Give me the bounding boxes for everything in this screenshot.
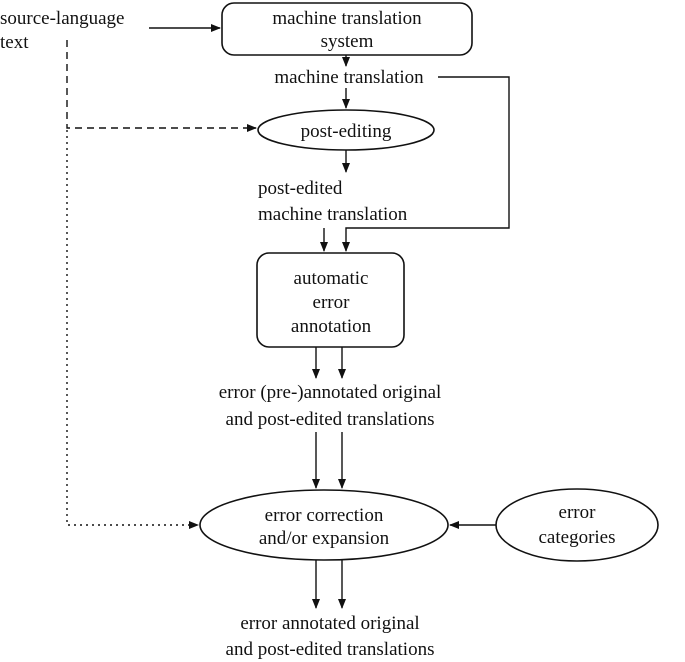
error-correction-label-line1: error correction [265,505,384,526]
final-output-label-line1: error annotated original [240,613,419,634]
error-categories-label-line2: categories [538,527,615,548]
final-output-label-line2: and post-edited translations [226,639,435,660]
error-categories-label-line1: error [559,502,597,523]
automatic-annotation-label-line2: error [313,292,351,313]
edge-mt-to-annotation [342,76,510,252]
mt-system-label-line1: machine translation [272,8,422,29]
source-text-label-line1: source-language [0,8,125,29]
automatic-annotation-box [256,252,405,348]
preannotated-label-line2: and post-edited translations [226,409,435,430]
edge-source-to-correction-dotted [66,130,199,529]
machine-translation-label: machine translation [274,67,424,88]
error-correction-ellipse [199,489,449,561]
post-editing-label: post-editing [301,121,392,142]
post-edited-mt-label-line2: machine translation [258,204,408,225]
mt-system-box [221,2,473,56]
mt-system-label-line2: system [321,31,374,52]
error-categories-ellipse [495,488,659,562]
preannotated-label-line1: error (pre-)annotated original [219,382,442,403]
source-text-label-line2: text [0,32,29,53]
automatic-annotation-label-line1: automatic [294,268,369,289]
automatic-annotation-label-line3: annotation [291,316,372,337]
edge-source-to-post-editing-dashed [66,40,257,132]
error-correction-label-line2: and/or expansion [259,528,390,549]
post-edited-mt-label-line1: post-edited [258,178,343,199]
